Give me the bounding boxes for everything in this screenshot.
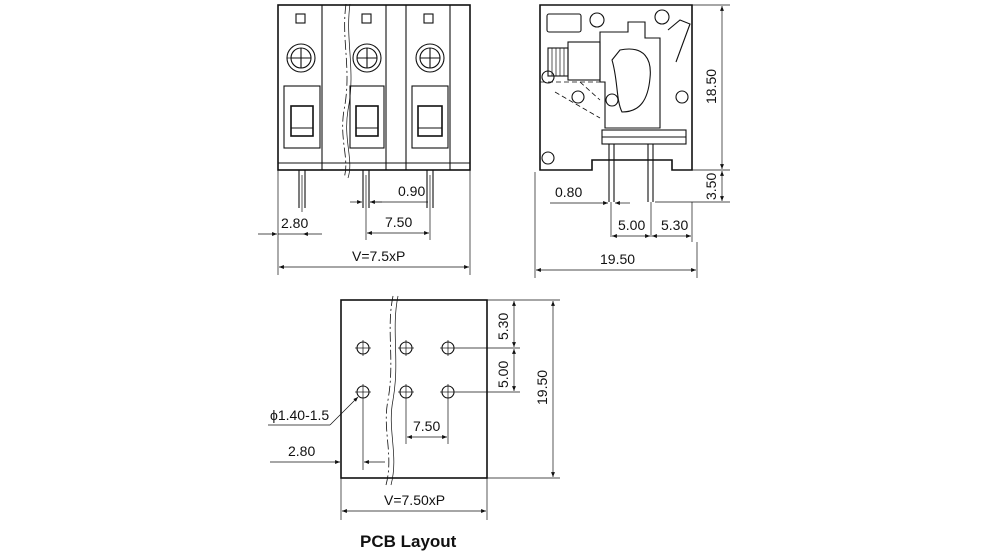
dim-side-rear-offset: 5.30: [661, 217, 688, 233]
dim-side-height: 18.50: [703, 69, 719, 104]
dim-pcb-pitch: 7.50: [413, 418, 440, 434]
dim-front-edge: 2.80: [281, 215, 308, 231]
dim-front-total: V=7.5xP: [352, 248, 405, 264]
dim-pcb-edge: 2.80: [288, 443, 315, 459]
dim-pcb-depth: 19.50: [534, 370, 550, 405]
dim-pcb-hole: ϕ1.40-1.5: [270, 407, 329, 423]
dim-pin-pitch-detail: 0.90: [398, 183, 425, 199]
dim-side-row-spacing: 5.00: [618, 217, 645, 233]
break-line-front: [342, 3, 348, 179]
pcb-layout-title: PCB Layout: [360, 532, 457, 551]
terminal-module-3: [411, 13, 449, 240]
pcb-board-outline: [340, 299, 488, 479]
terminal-module-2: [349, 13, 385, 212]
pcb-layout-view: 5.30 5.00 19.50 ϕ1.40-1.5 7.50 2.80 V=7.…: [268, 295, 560, 551]
dim-pcb-total: V=7.50xP: [384, 492, 445, 508]
dim-side-depth: 19.50: [600, 251, 635, 267]
side-body-outline: [539, 4, 693, 171]
front-body-outline: [277, 4, 471, 171]
pcb-hole-row-2: [355, 384, 456, 400]
dim-front-pitch: 7.50: [385, 214, 412, 230]
dim-pcb-top-offset: 5.30: [495, 313, 511, 340]
pcb-hole-row-1: [355, 340, 456, 356]
terminal-module-1: [283, 13, 321, 212]
break-line-pcb: [385, 295, 394, 486]
dim-side-pin-length: 3.50: [703, 173, 719, 200]
dim-pcb-row-spacing: 5.00: [495, 361, 511, 388]
dim-side-pin-width: 0.80: [555, 184, 582, 200]
front-view: 0.90 7.50 2.80 V=7.5xP: [258, 3, 471, 275]
side-view: 18.50 3.50 0.80 5.00 5.30 19.50: [534, 4, 730, 278]
clamp-spring: [611, 48, 651, 113]
